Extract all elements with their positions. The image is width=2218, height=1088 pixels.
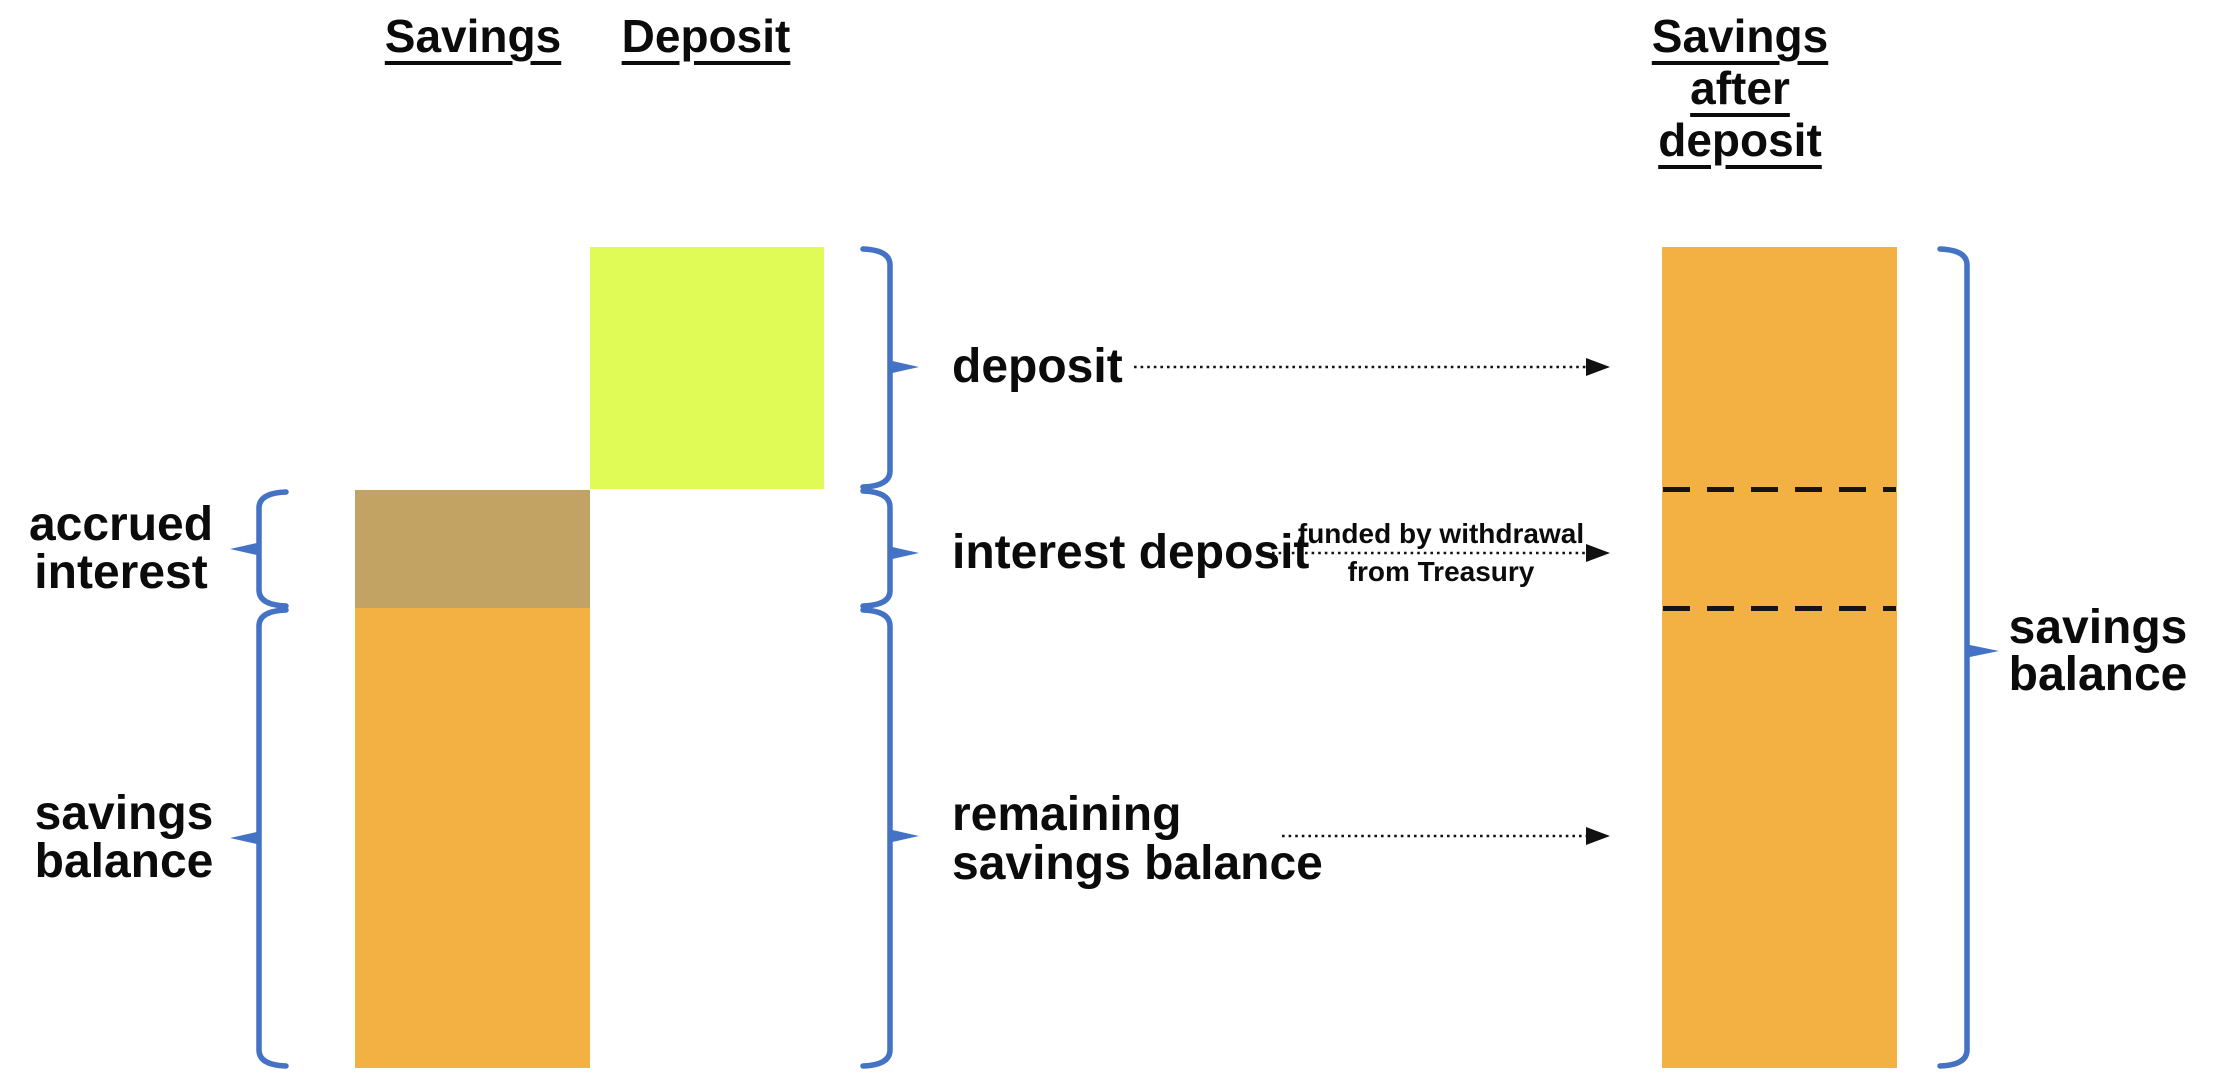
savings-bar-accrued-interest-segment: [355, 490, 590, 608]
header-deposit: Deposit: [621, 10, 791, 62]
header-savings-after-deposit-line1: Savings: [1651, 10, 1829, 62]
label-remaining-savings-line1: remaining: [952, 788, 1182, 841]
arrowhead-icon: [1586, 544, 1610, 562]
caption-line2: from Treasury: [1347, 556, 1535, 587]
savings-after-deposit-bar: [1662, 247, 1897, 1068]
arrowhead-icon: [1586, 827, 1610, 845]
label-savings-balance-right-line2: balance: [2008, 648, 2188, 701]
middle-brace-interest-deposit: [860, 488, 919, 609]
header-savings-after-deposit-line3: deposit: [1658, 114, 1822, 166]
label-accrued-interest-line2: interest: [34, 546, 208, 599]
label-accrued-interest-line1: accrued: [28, 498, 214, 551]
savings-bar-balance-segment: [355, 608, 590, 1068]
remaining-savings-arrow: [1282, 827, 1610, 845]
caption-line1: funded by withdrawal: [1297, 518, 1585, 549]
label-remaining-savings-line2: savings balance: [952, 837, 1323, 890]
label-savings-balance-left-line2: balance: [34, 835, 214, 888]
middle-brace-remaining-savings: [860, 607, 919, 1069]
label-savings-balance-left-line1: savings: [34, 787, 214, 840]
header-savings-after-deposit-line2: after: [1690, 62, 1790, 114]
label-savings-balance-right-line1: savings: [2008, 601, 2188, 654]
deposit-arrow: [1134, 358, 1610, 376]
deposit-box: [590, 247, 824, 489]
label-interest-deposit-row: interest deposit: [952, 526, 1310, 579]
right-brace-savings-balance: [1937, 246, 1999, 1069]
left-brace-savings-balance: [230, 607, 289, 1069]
left-brace-accrued-interest: [230, 489, 289, 609]
middle-brace-deposit: [860, 246, 919, 490]
header-savings: Savings: [384, 10, 562, 62]
arrowhead-icon: [1586, 358, 1610, 376]
label-deposit-row: deposit: [952, 340, 1123, 393]
